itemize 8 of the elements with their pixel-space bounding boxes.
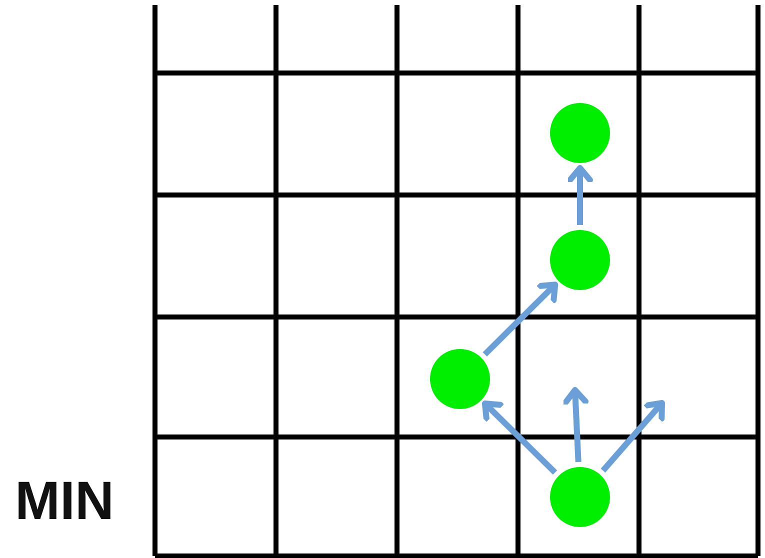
arrow: [600, 400, 665, 473]
arrow: [482, 400, 558, 475]
circle-marker: [430, 349, 490, 409]
arrow: [482, 282, 558, 356]
row-label: MIN: [15, 470, 114, 532]
circle-marker: [550, 467, 610, 527]
arrow: [562, 387, 589, 462]
arrow: [567, 165, 593, 225]
